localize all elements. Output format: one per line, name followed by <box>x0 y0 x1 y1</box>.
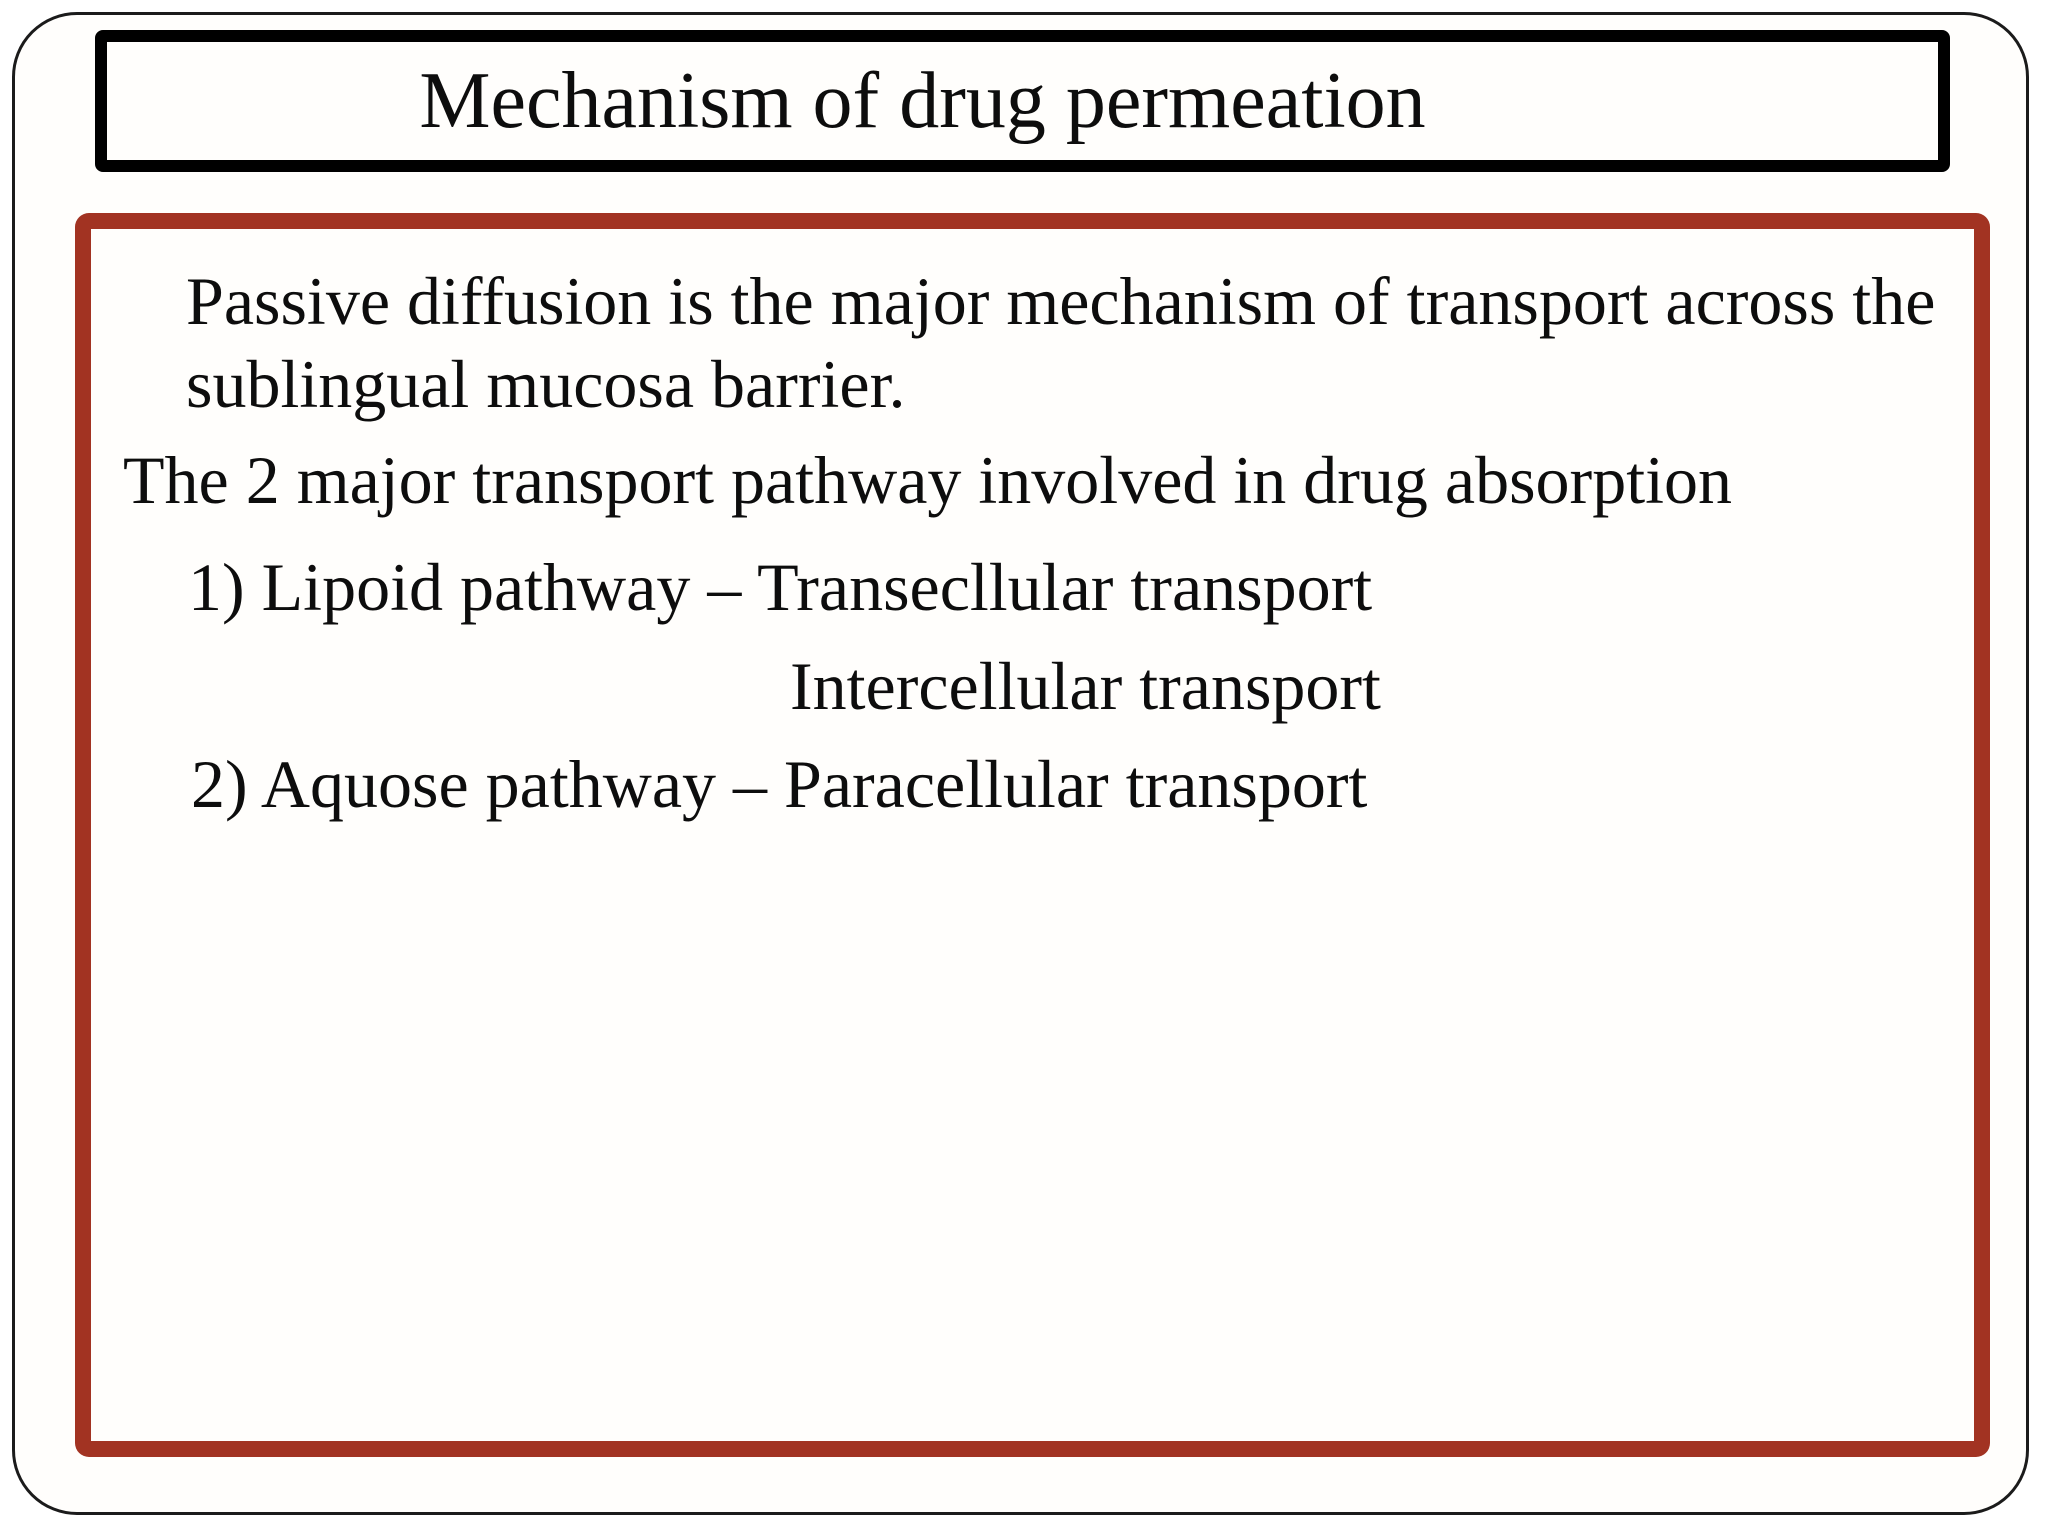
body-intro-line: The 2 major transport pathway involved i… <box>123 442 1732 518</box>
body-sentence-line-1: Passive diffusion is the major mechanism… <box>186 263 1936 339</box>
body-sentence-line-2: sublingual mucosa barrier. <box>186 346 906 422</box>
pathway-item-1-sub: Intercellular transport <box>790 648 1381 724</box>
pathway-item-2: 2) Aquose pathway – Paracellular transpo… <box>191 746 1368 822</box>
slide-title: Mechanism of drug permeation <box>419 57 1426 145</box>
title-box: Mechanism of drug permeation <box>95 30 1950 172</box>
pathway-item-1: 1) Lipoid pathway – Transecllular transp… <box>188 549 1373 625</box>
content-box: Passive diffusion is the major mechanism… <box>75 213 1990 1457</box>
